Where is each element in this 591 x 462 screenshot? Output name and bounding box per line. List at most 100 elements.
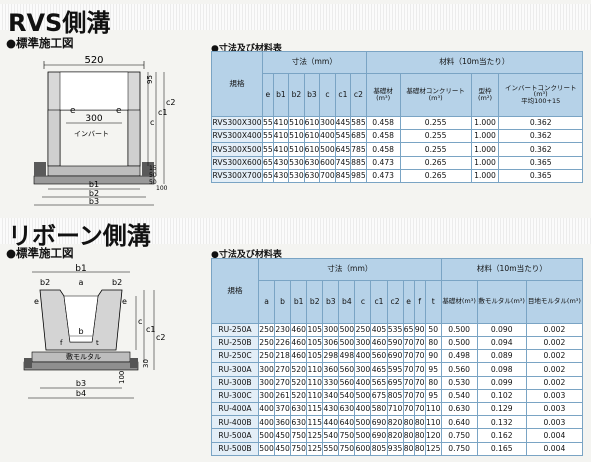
- table-cell: 80: [413, 428, 426, 443]
- table-cell: 0.458: [365, 142, 401, 157]
- dim-520: 520: [84, 55, 103, 66]
- table-cell: 330: [322, 375, 340, 390]
- table-cell: 70: [413, 362, 426, 377]
- table-cell: 685: [350, 128, 367, 144]
- dim-r-e-left: e: [34, 297, 39, 306]
- table-cell: 110: [306, 362, 324, 377]
- table-cell: 500: [257, 428, 276, 443]
- table-cell: 690: [370, 415, 388, 430]
- table-cell: 0.002: [525, 335, 584, 351]
- table-cell: 585: [350, 115, 367, 131]
- table-cell: 500: [354, 388, 372, 403]
- table-cell: 690: [370, 428, 388, 443]
- table-cell: 0.362: [498, 142, 583, 157]
- table-cell: 0.500: [440, 322, 478, 337]
- std-label-rvs: ●標準施工図: [6, 36, 74, 50]
- dim-r-100: 100: [118, 371, 126, 384]
- table-cell: 540: [322, 428, 340, 443]
- table-cell: 610: [303, 128, 321, 144]
- th-r-b2: b2: [306, 279, 324, 324]
- table-cell: 80: [424, 335, 442, 351]
- table-cell: 410: [272, 128, 290, 144]
- table-cell: 300: [257, 362, 276, 377]
- table-cell: 0.540: [440, 388, 478, 403]
- table-cell: 0.090: [476, 322, 527, 337]
- table-cell: 590: [386, 335, 404, 351]
- table-cell: 125: [306, 441, 324, 457]
- dim-e-right: e: [116, 106, 122, 116]
- row-model: RVS300X500: [211, 142, 263, 157]
- table-cell: 510: [288, 128, 305, 144]
- table-cell: 645: [334, 142, 352, 157]
- table-cell: 935: [386, 441, 404, 457]
- dim-r-b2-left: b2: [40, 278, 50, 287]
- table-cell: 0.473: [365, 155, 401, 170]
- row-model: RU-400B: [211, 415, 259, 430]
- table-cell: 0.530: [440, 375, 478, 390]
- th-rvs-m2: 基礎材コンクリート(m³): [399, 72, 472, 117]
- table-cell: 250: [257, 349, 276, 364]
- th-r-f: f: [413, 279, 426, 324]
- table-cell: 300: [354, 335, 372, 351]
- table-cell: 95: [424, 362, 442, 377]
- title-band-rvs: [0, 4, 591, 30]
- table-cell: 0.132: [476, 415, 527, 430]
- table-cell: 0.002: [525, 322, 584, 337]
- table-cell: 55: [262, 142, 274, 157]
- table-cell: 110: [424, 401, 442, 417]
- dim-50b: 50: [149, 179, 157, 186]
- table-cell: 710: [386, 401, 404, 417]
- table-cell: 70: [402, 375, 415, 390]
- th-r-b1: b1: [290, 279, 308, 324]
- table-cell: 600: [354, 441, 372, 457]
- table-cell: 110: [424, 415, 442, 430]
- row-model: RU-500B: [211, 441, 259, 457]
- table-cell: 120: [424, 428, 442, 443]
- table-cell: 70: [402, 401, 415, 417]
- table-cell: 0.365: [498, 168, 583, 184]
- table-cell: 400: [319, 128, 336, 144]
- th-mat-rvs: 材料（10m当たり）: [365, 51, 584, 74]
- table-cell: 498: [338, 349, 356, 364]
- table-cell: 695: [386, 375, 404, 390]
- table-cell: 465: [370, 362, 388, 377]
- table-cell: 985: [350, 168, 367, 184]
- table-cell: 110: [306, 388, 324, 403]
- table-cell: 0.089: [476, 349, 527, 364]
- table-cell: 360: [322, 362, 340, 377]
- table-cell: 230: [274, 322, 292, 337]
- table-cell: 400: [354, 375, 372, 390]
- table-cell: 535: [386, 322, 404, 337]
- table-cell: 0.362: [498, 128, 583, 144]
- table-cell: 785: [350, 142, 367, 157]
- table-cell: 0.002: [525, 349, 584, 364]
- th-r-b4: b4: [338, 279, 356, 324]
- table-cell: 105: [306, 335, 324, 351]
- dim-300: 300: [85, 114, 102, 124]
- table-cell: 400: [257, 401, 276, 417]
- table-cell: 226: [274, 335, 292, 351]
- table-cell: 0.004: [525, 441, 584, 457]
- label-mortar: 敷モルタル: [66, 352, 101, 361]
- th-model-rvs: 規格: [211, 51, 263, 117]
- dim-r-c2: c2: [156, 333, 166, 342]
- th-r-t: t: [424, 279, 442, 324]
- th-r-e: e: [402, 279, 415, 324]
- table-cell: 80: [413, 441, 426, 457]
- table-cell: 80: [402, 441, 415, 457]
- table-cell: 0.098: [476, 362, 527, 377]
- section-title-ribbon: リボーン側溝: [8, 222, 151, 250]
- th-rvs-m1: 基礎材(m³): [365, 72, 401, 117]
- table-cell: 450: [274, 428, 292, 443]
- table-cell: 805: [386, 388, 404, 403]
- th-r-b: b: [274, 279, 292, 324]
- table-cell: 1.000: [470, 155, 500, 170]
- table-cell: 50: [424, 322, 442, 337]
- table-cell: 560: [370, 349, 388, 364]
- row-model: RU-300C: [211, 388, 259, 403]
